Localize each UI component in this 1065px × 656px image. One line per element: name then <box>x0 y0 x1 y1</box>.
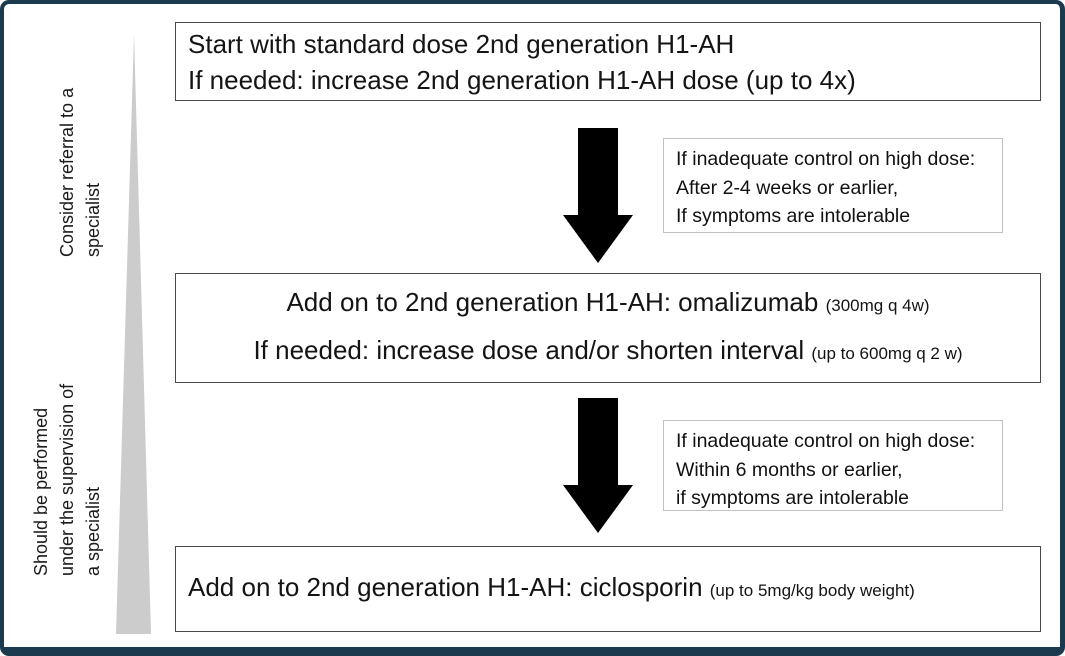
step1-line2: If needed: increase 2nd generation H1-AH… <box>188 64 856 95</box>
note2-box-inadequate-control: If inadequate control on high dose: With… <box>663 420 1003 511</box>
note2-line3: if symptoms are intolerable <box>676 487 910 509</box>
step2-line2-dose-note: (up to 600mg q 2 w) <box>811 344 963 363</box>
step1-line1: Start with standard dose 2nd generation … <box>188 28 735 59</box>
step2-line2: If needed: increase dose and/or shorten … <box>176 328 1040 376</box>
step1-box-h1-antihistamine: Start with standard dose 2nd generation … <box>175 22 1041 101</box>
diagram-layer: Consider referral to a specialist Should… <box>4 4 1060 647</box>
step2-box-omalizumab: Add on to 2nd generation H1-AH: omalizum… <box>175 273 1041 383</box>
note2-line2: Within 6 months or earlier, <box>676 458 903 481</box>
step3-line: Add on to 2nd generation H1-AH: ciclospo… <box>188 570 1040 608</box>
step2-line1: Add on to 2nd generation H1-AH: omalizum… <box>176 280 1040 328</box>
specialist-wedge-icon <box>116 34 151 634</box>
step3-box-ciclosporin: Add on to 2nd generation H1-AH: ciclospo… <box>175 546 1041 632</box>
note1-line3: If symptoms are intolerable <box>676 205 911 227</box>
step2-line1-main: Add on to 2nd generation H1-AH: omalizum… <box>286 287 819 317</box>
down-arrow-icon <box>563 398 633 533</box>
step3-main: Add on to 2nd generation H1-AH: ciclospo… <box>188 572 703 602</box>
note1-line2: After 2-4 weeks or earlier, <box>676 176 899 199</box>
step2-line2-main: If needed: increase dose and/or shorten … <box>253 335 805 365</box>
left-label-consider-referral: Consider referral to a specialist <box>57 87 103 257</box>
step3-dose-note: (up to 5mg/kg body weight) <box>709 581 915 600</box>
note1-box-inadequate-control: If inadequate control on high dose: Afte… <box>663 138 1003 233</box>
step2-line1-dose-note: (300mg q 4w) <box>825 296 930 315</box>
left-label-specialist-supervision: Should be performed under the supervisio… <box>31 383 103 576</box>
down-arrow-icon <box>563 128 633 263</box>
note1-line1: If inadequate control on high dose: <box>676 148 976 170</box>
note2-line1: If inadequate control on high dose: <box>676 430 976 452</box>
